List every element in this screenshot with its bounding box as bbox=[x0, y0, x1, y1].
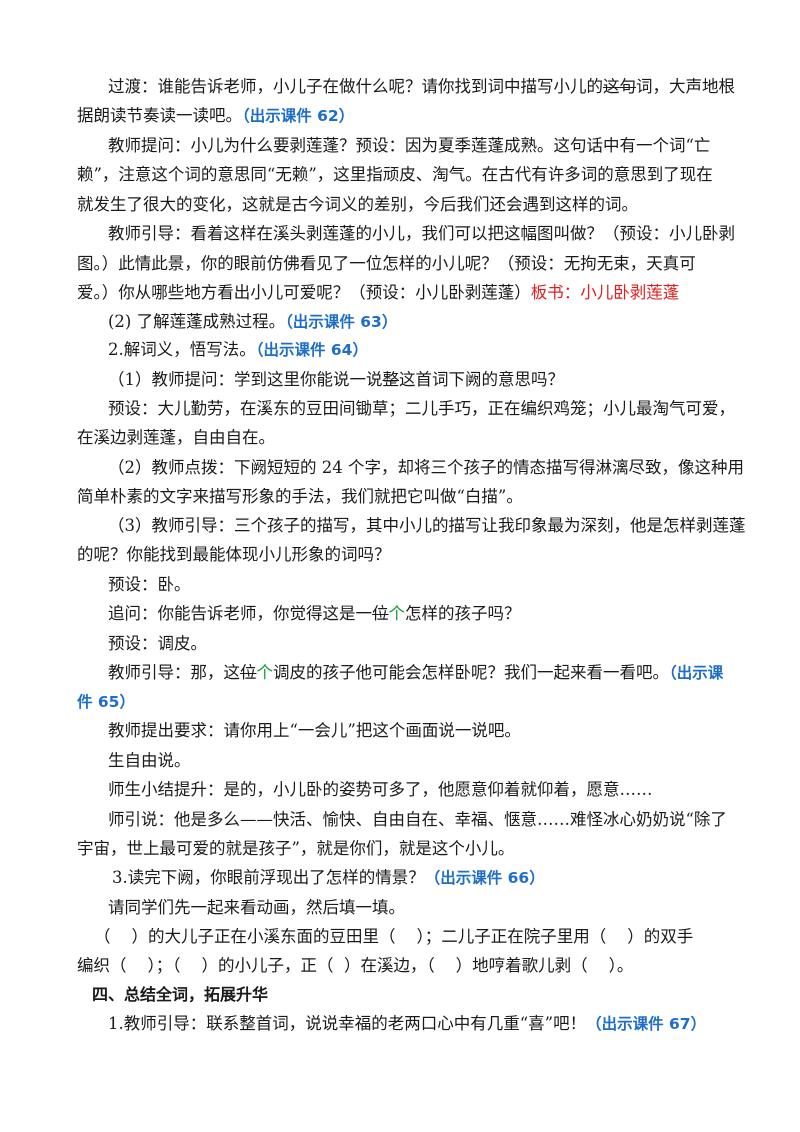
text-line: 教师引导：那，这位个调皮的孩子他可能会怎样卧呢？我们一起来看一看吧。（出示课 bbox=[0, 658, 800, 688]
text-line: 件 65） bbox=[0, 687, 800, 717]
text-line: 据朗读节奏读一读吧。（出示课件 62） bbox=[0, 101, 800, 131]
text-run: 预设：卧。 bbox=[108, 575, 191, 594]
text-heading: 四、总结全词，拓展升华 bbox=[92, 985, 269, 1004]
text-line: 过渡：谁能告诉老师，小儿子在做什么呢？请你找到词中描写小儿的这句词，大声地根 bbox=[0, 72, 800, 102]
text-run: 教师引导：那，这 bbox=[108, 663, 240, 682]
text-line: 2.解词义，悟写法。（出示课件 64） bbox=[0, 335, 800, 365]
text-run: 图。）此情此景，你的眼前仿佛看见了一位怎样的小儿呢？（预设：无拘无束，天真可 bbox=[77, 254, 696, 273]
text-run: 宇宙，世上最可爱的就是孩子”，就是你们，就是这个小儿。 bbox=[77, 839, 515, 858]
text-line: (2) 了解莲蓬成熟过程。（出示课件 63） bbox=[0, 307, 800, 337]
text-run: 的呢？你能找到最能体现小儿形象的词吗？ bbox=[77, 545, 391, 564]
text-run: 爱。）你从哪些地方看出小儿可爱呢？（预设：小儿卧剥莲蓬） bbox=[77, 283, 531, 302]
text-run: 师生小结提升：是的，小儿卧的姿势可多了，他愿意仰着就仰着，愿意…… bbox=[108, 780, 653, 799]
text-run: 据朗读节奏读一读吧。 bbox=[77, 106, 242, 125]
text-line: 爱。）你从哪些地方看出小儿可爱呢？（预设：小儿卧剥莲蓬）板书：小儿卧剥莲蓬 bbox=[0, 278, 800, 308]
text-green: 个 bbox=[388, 604, 406, 623]
text-run: 在溪边剥莲蓬，自由自在。 bbox=[77, 428, 275, 447]
text-line: 的呢？你能找到最能体现小儿形象的词吗？ bbox=[0, 540, 800, 570]
text-run: （2）教师点拨：下阙短短的 24 个字，却将三个孩子的情态描写得淋漓尽致，像这种… bbox=[108, 458, 744, 477]
text-run: 教师引导：看着这样在溪头剥莲蓬的小儿，我们可以把这幅图叫做？（预设：小儿卧剥 bbox=[108, 224, 735, 243]
text-strike: 位 bbox=[372, 604, 389, 623]
text-line: 1.教师引导：联系整首词，说说幸福的老两口心中有几重“喜”吧！（出示课件 67） bbox=[0, 1009, 800, 1039]
text-line: 在溪边剥莲蓬，自由自在。 bbox=[0, 423, 800, 453]
text-line: 教师提问：小儿为什么要剥莲蓬？预设：因为夏季莲蓬成熟。这句话中有一个词“亡 bbox=[0, 131, 800, 161]
text-line: 教师提出要求：请你用上“一会儿”把这个画面说一说吧。 bbox=[0, 716, 800, 746]
text-blue: （出示课件 64） bbox=[255, 341, 368, 359]
text-blue: （出示课件 66） bbox=[424, 869, 545, 887]
text-run: (2) 了解莲蓬成熟过程。 bbox=[108, 312, 286, 331]
text-run: （ ）的大儿子正在小溪东面的豆田里（ ）；二儿子正在院子里用（ ）的双手 bbox=[94, 927, 694, 946]
text-run: 调皮的孩子他可能会怎样卧呢？我们一起来看一看吧。 bbox=[273, 663, 669, 682]
text-blue: （出示课件 62） bbox=[242, 107, 355, 125]
text-run: 1.教师引导：联系整首词，说说幸福的老两口心中有几重“喜”吧！ bbox=[108, 1014, 587, 1033]
text-line: 追问：你能告诉老师，你觉得这是一位个怎样的孩子吗？ bbox=[0, 599, 800, 629]
text-red: 板书：小儿卧剥莲蓬 bbox=[530, 283, 680, 302]
text-run: 这首词下阙的意思吗？ bbox=[399, 370, 564, 389]
text-run: 编织（ ）；（ ）的小儿子，正（ ）在溪边，（ ）地哼着歌儿剥（ ）。 bbox=[77, 956, 634, 975]
text-run: 过渡：谁能告诉老师，小儿子在做什么呢？请你找到词中描写小儿的 bbox=[108, 77, 603, 96]
text-run: 教师提出要求：请你用上“一会儿”把这个画面说一说吧。 bbox=[108, 721, 521, 740]
text-run: 师引说：他是多么——快活、愉快、自由自在、幸福、惬意……难怪冰心奶奶说“除了 bbox=[108, 810, 727, 829]
text-line: 生自由说。 bbox=[0, 746, 800, 776]
text-run: 简单朴素的文字来描写形象的手法，我们就把它叫做“白描”。 bbox=[77, 487, 523, 506]
text-run: 怎样的孩子吗？ bbox=[405, 604, 521, 623]
text-run: （3）教师引导：三个孩子的描写，其中小儿的描写让我印象最为深刻，他是怎样剥莲蓬 bbox=[108, 516, 746, 535]
text-run: 预设：调皮。 bbox=[108, 634, 207, 653]
text-run: 赖”，注意这个词的意思同“无赖”，这里指顽皮、淘气。在古代有许多词的意思到了现在 bbox=[77, 165, 713, 184]
text-strike: 整 bbox=[382, 370, 400, 389]
text-line: 宇宙，世上最可爱的就是孩子”，就是你们，就是这个小儿。 bbox=[0, 834, 800, 864]
text-run: 请同学们先一起来看动画，然后填一填。 bbox=[108, 898, 405, 917]
text-line: 赖”，注意这个词的意思同“无赖”，这里指顽皮、淘气。在古代有许多词的意思到了现在 bbox=[0, 160, 800, 190]
text-run: 预设：大儿勤劳，在溪东的豆田间锄草；二儿手巧，正在编织鸡笼；小儿最淘气可爱， bbox=[108, 399, 735, 418]
text-blue: 件 65） bbox=[77, 693, 135, 711]
text-line: 师引说：他是多么——快活、愉快、自由自在、幸福、惬意……难怪冰心奶奶说“除了 bbox=[0, 805, 800, 835]
text-run: 教师提问：小儿为什么要剥莲蓬？预设：因为夏季莲蓬成熟。这句话中有一个词“亡 bbox=[108, 136, 711, 155]
text-run: 追问：你能告诉老师，你觉得这是一 bbox=[108, 604, 372, 623]
text-line: （3）教师引导：三个孩子的描写，其中小儿的描写让我印象最为深刻，他是怎样剥莲蓬 bbox=[0, 511, 800, 541]
text-line: 就发生了很大的变化，这就是古今词义的差别，今后我们还会遇到这样的词。 bbox=[0, 190, 800, 220]
text-blue: （出示课件 67） bbox=[586, 1015, 707, 1033]
text-line: （1）教师提问：学到这里你能说一说整这首词下阙的意思吗？ bbox=[0, 365, 800, 395]
text-line: 请同学们先一起来看动画，然后填一填。 bbox=[0, 893, 800, 923]
text-blue: （出示课件 63） bbox=[285, 313, 398, 331]
text-line: 预设：调皮。 bbox=[0, 629, 800, 659]
text-line: 图。）此情此景，你的眼前仿佛看见了一位怎样的小儿呢？（预设：无拘无束，天真可 bbox=[0, 249, 800, 279]
text-line: 四、总结全词，拓展升华 bbox=[0, 980, 800, 1010]
text-green: 个 bbox=[256, 663, 274, 682]
text-line: 简单朴素的文字来描写形象的手法，我们就把它叫做“白描”。 bbox=[0, 482, 800, 512]
text-line: （2）教师点拨：下阙短短的 24 个字，却将三个孩子的情态描写得淋漓尽致，像这种… bbox=[0, 453, 800, 483]
text-line: 师生小结提升：是的，小儿卧的姿势可多了，他愿意仰着就仰着，愿意…… bbox=[0, 775, 800, 805]
text-run: 词，大声地根 bbox=[636, 77, 735, 96]
text-line: 3.读完下阙，你眼前浮现出了怎样的情景？（出示课件 66） bbox=[0, 863, 800, 893]
text-line: 预设：卧。 bbox=[0, 570, 800, 600]
text-line: 教师引导：看着这样在溪头剥莲蓬的小儿，我们可以把这幅图叫做？（预设：小儿卧剥 bbox=[0, 219, 800, 249]
text-blue: （出示课 bbox=[669, 664, 724, 682]
text-run: （1）教师提问：学到这里你能说一说 bbox=[108, 370, 383, 389]
text-run: 3.读完下阙，你眼前浮现出了怎样的情景？ bbox=[112, 868, 425, 887]
text-run: 就发生了很大的变化，这就是古今词义的差别，今后我们还会遇到这样的词。 bbox=[77, 195, 638, 214]
text-line: 编织（ ）；（ ）的小儿子，正（ ）在溪边，（ ）地哼着歌儿剥（ ）。 bbox=[0, 951, 800, 981]
text-line: （ ）的大儿子正在小溪东面的豆田里（ ）；二儿子正在院子里用（ ）的双手 bbox=[0, 922, 800, 952]
text-strike: 位 bbox=[240, 663, 257, 682]
text-run: 2.解词义，悟写法。 bbox=[108, 340, 256, 359]
text-strike: 这句 bbox=[603, 77, 636, 96]
text-line: 预设：大儿勤劳，在溪东的豆田间锄草；二儿手巧，正在编织鸡笼；小儿最淘气可爱， bbox=[0, 394, 800, 424]
text-run: 生自由说。 bbox=[108, 751, 191, 770]
